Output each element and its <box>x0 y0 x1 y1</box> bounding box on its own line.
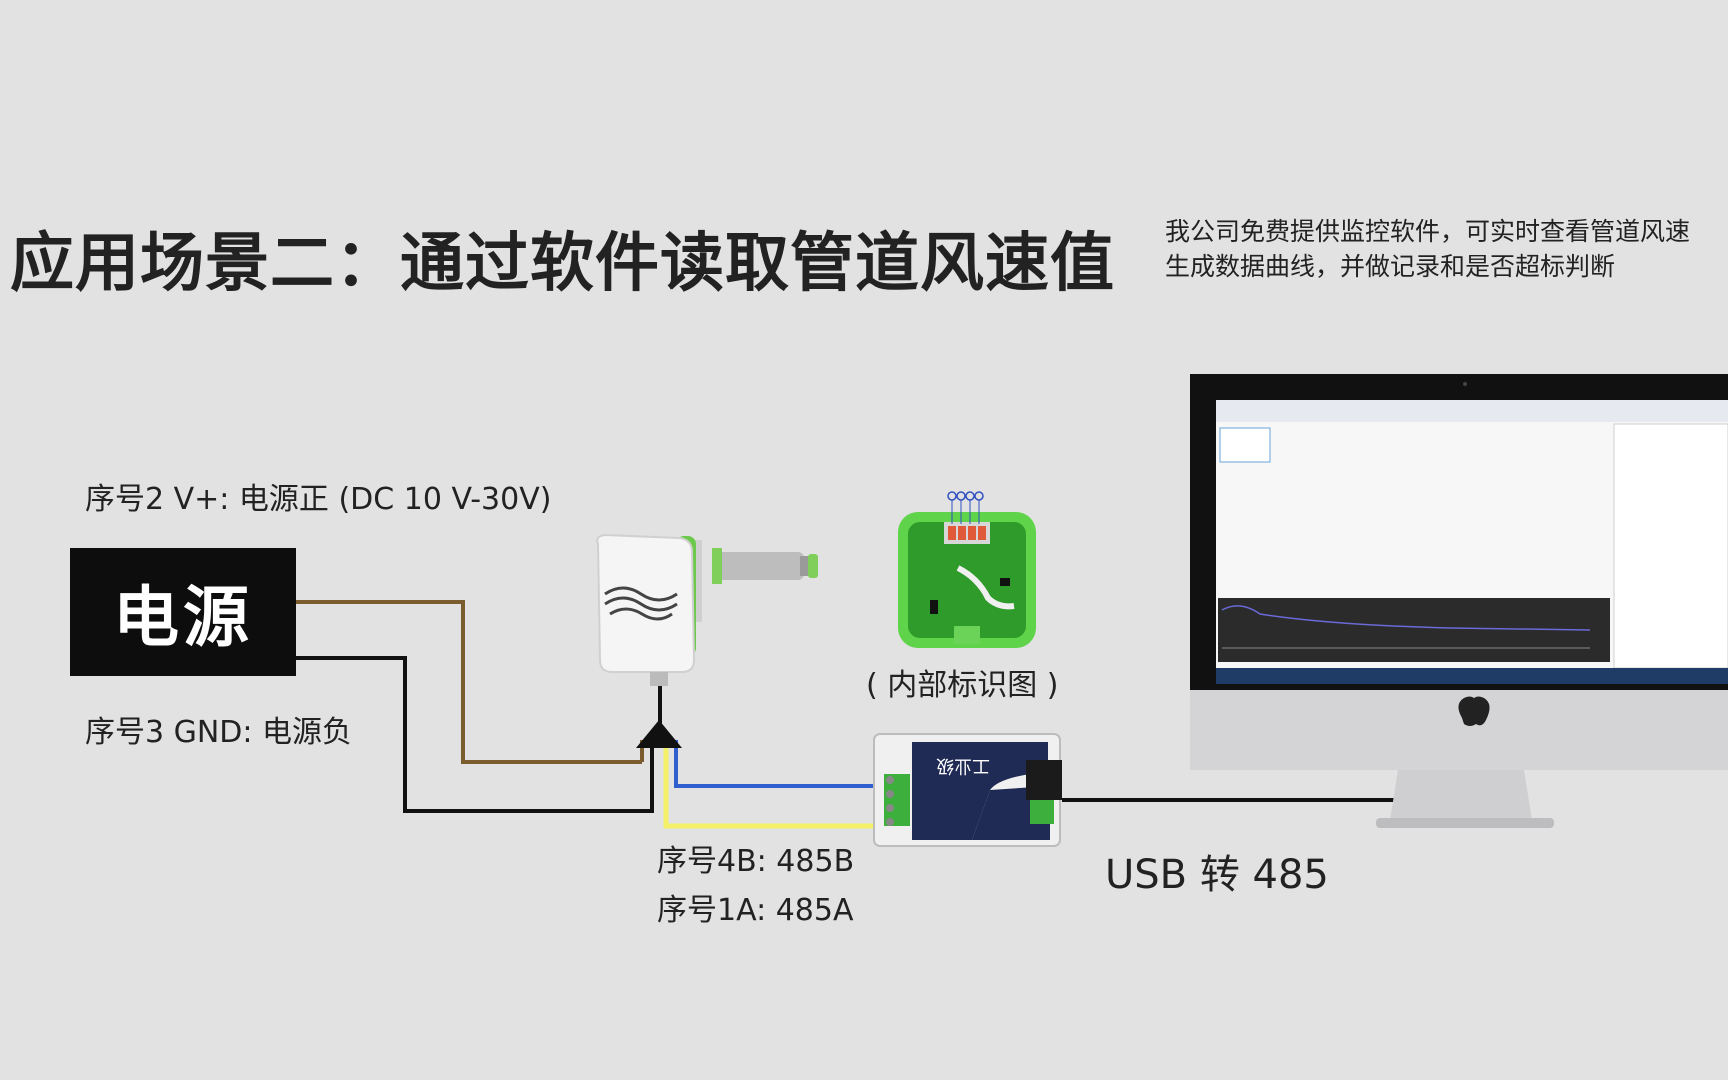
label-v-plus: 序号2 V+: 电源正 (DC 10 V-30V) <box>85 482 552 517</box>
label-485a: 序号1A: 485A <box>657 893 854 928</box>
description-line-2: 生成数据曲线，并做记录和是否超标判断 <box>1165 252 1616 281</box>
svg-text:工业级: 工业级 <box>936 755 990 776</box>
internal-pcb-image <box>898 491 1036 648</box>
usb-485-converter: 工业级 <box>873 733 1062 847</box>
label-485b: 序号4B: 485B <box>657 844 855 879</box>
description-line-1: 我公司免费提供监控软件，可实时查看管道风速 <box>1165 217 1691 246</box>
power-supply-label: 电源 <box>113 579 253 656</box>
label-usb-485: USB 转 485 <box>1105 852 1329 898</box>
label-internal-diagram: ( 内部标识图 ) <box>866 668 1059 703</box>
power-supply-box: 电源 <box>70 548 296 676</box>
junction-triangle <box>636 720 682 748</box>
wire-485b-blue <box>674 740 880 788</box>
computer-monitor <box>1190 374 1728 828</box>
wire-gnd-black <box>296 656 654 813</box>
description: 我公司免费提供监控软件，可实时查看管道风速 生成数据曲线，并做记录和是否超标判断 <box>1165 214 1728 284</box>
airspeed-sensor <box>596 533 818 686</box>
page-title: 应用场景二：通过软件读取管道风速值 <box>10 227 1115 301</box>
wire-v-plus-brown <box>296 600 642 764</box>
label-gnd: 序号3 GND: 电源负 <box>85 715 353 750</box>
wire-485a-yellow <box>663 740 880 829</box>
